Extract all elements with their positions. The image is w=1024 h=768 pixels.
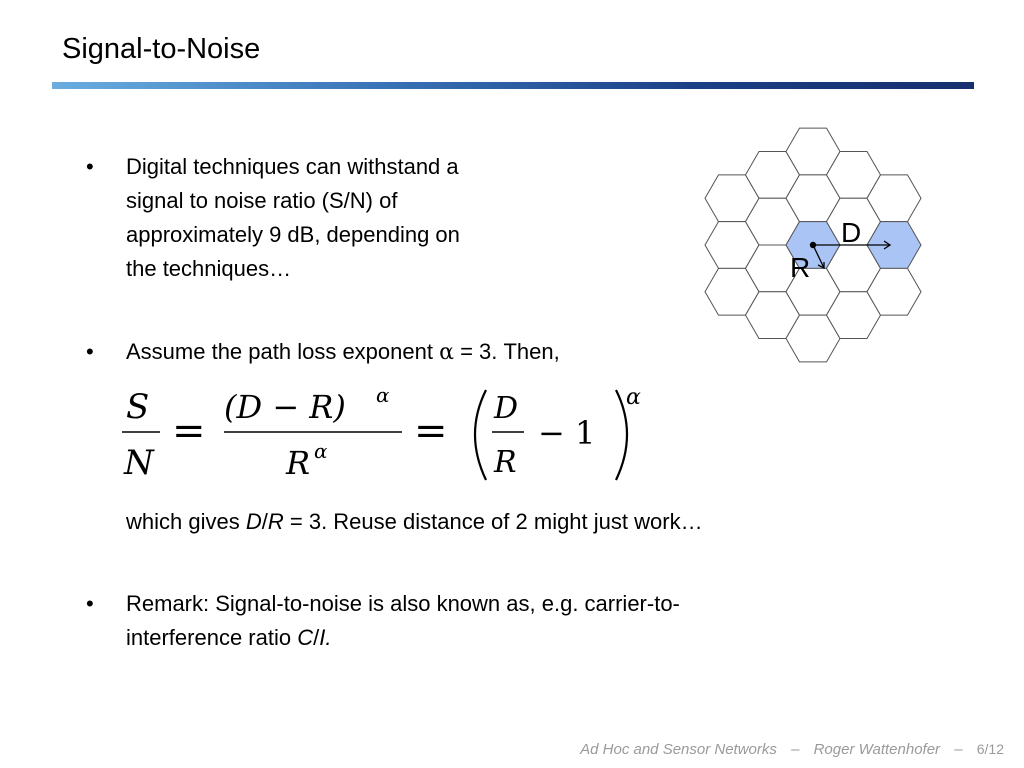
bullet-2-suffix: = 3. Then, [460, 339, 560, 364]
bullet-3-I: I. [319, 625, 332, 650]
formula-S: S [126, 387, 149, 427]
result-suffix: = 3. Reuse distance of 2 might just work… [289, 509, 703, 534]
formula-minus-one: − 1 [538, 414, 595, 452]
hexagon-cell [866, 267, 922, 316]
footer-dash-2: – [954, 741, 963, 758]
slide-footer: Ad Hoc and Sensor Networks – Roger Watte… [580, 741, 1004, 758]
bullet-3-C: C [297, 625, 314, 650]
label-D: D [841, 217, 861, 248]
bullet-3-text: Remark: Signal-to-noise is also known as… [126, 587, 680, 655]
result-text: which gives D/R = 3. Reuse distance of 2… [126, 505, 703, 539]
bullet-dot: • [86, 339, 94, 364]
result-prefix: which gives [126, 509, 240, 534]
formula-R: R [493, 445, 517, 480]
bullet-3-line-2: interference ratio C/I. [126, 621, 680, 655]
formula-alpha-1: α [376, 383, 390, 407]
bullet-3-line-2-prefix: interference ratio [126, 625, 292, 650]
center-dot [809, 241, 817, 249]
bullet-1-text: Digital techniques can withstand a signa… [126, 150, 460, 286]
alpha-symbol: α [439, 340, 454, 365]
bullet-dot: • [86, 154, 94, 179]
footer-dash-1: – [791, 741, 800, 758]
formula-equals-1: = [172, 408, 206, 454]
bullet-dot: • [86, 591, 94, 616]
distance-arrows [812, 240, 892, 270]
footer-course: Ad Hoc and Sensor Networks [580, 741, 777, 758]
formula-alpha-2: α [314, 439, 328, 463]
bullet-1-line-4: the techniques… [126, 256, 292, 281]
formula-equals-2: = [414, 408, 448, 454]
bullet-1-line-1: Digital techniques can withstand a [126, 154, 459, 179]
hexagon-cell-diagram: D R [704, 127, 922, 363]
bullet-3-line-1: Remark: Signal-to-noise is also known as… [126, 591, 680, 616]
title-underline-bar [52, 82, 974, 89]
formula-denominator-R: R [285, 444, 310, 482]
bullet-1-line-2: signal to noise ratio (S/N) of [126, 188, 398, 213]
snr-formula: S N = (D − R) α R α = D R − 1 α [122, 383, 641, 483]
formula-numerator: (D − R) [224, 388, 346, 426]
bullet-2-prefix: Assume the path loss exponent [126, 339, 433, 364]
result-R: R [267, 509, 284, 534]
formula-N: N [123, 443, 155, 483]
bullet-1-line-3: approximately 9 dB, depending on [126, 222, 460, 247]
bullet-3-slash: / [313, 625, 320, 650]
hexagon-cells [704, 127, 922, 363]
footer-author: Roger Wattenhofer [813, 741, 941, 758]
result-D: D [245, 509, 262, 534]
bullet-2-text: Assume the path loss exponent α = 3. The… [126, 335, 560, 370]
formula-D: D [493, 391, 518, 426]
footer-page-number: 6/12 [976, 741, 1004, 757]
label-R: R [790, 252, 810, 283]
slide-title: Signal-to-Noise [62, 33, 261, 65]
formula-alpha-3: α [626, 385, 641, 410]
result-slash: / [261, 509, 268, 534]
